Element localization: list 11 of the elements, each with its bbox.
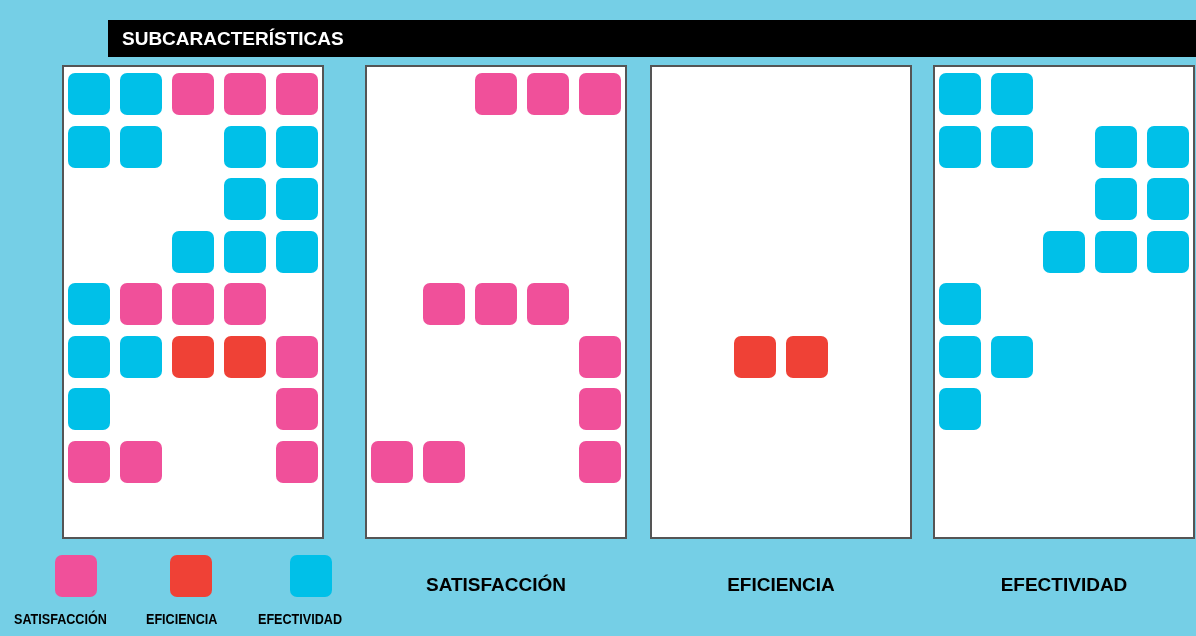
panel-caption: EFICIENCIA xyxy=(726,574,836,596)
grid-panel xyxy=(365,65,627,539)
legend-label: SATISFACCIÓN xyxy=(14,611,107,627)
title-bar: SUBCARACTERÍSTICAS xyxy=(108,20,1196,57)
legend-label: EFICIENCIA xyxy=(146,611,218,627)
panel-caption: EFECTIVIDAD xyxy=(999,574,1129,596)
grid-panel xyxy=(933,65,1195,539)
legend-label: EFECTIVIDAD xyxy=(258,611,342,627)
grid-panel xyxy=(62,65,324,539)
panel-caption: SATISFACCIÓN xyxy=(424,574,567,596)
grid-panel xyxy=(650,65,912,539)
